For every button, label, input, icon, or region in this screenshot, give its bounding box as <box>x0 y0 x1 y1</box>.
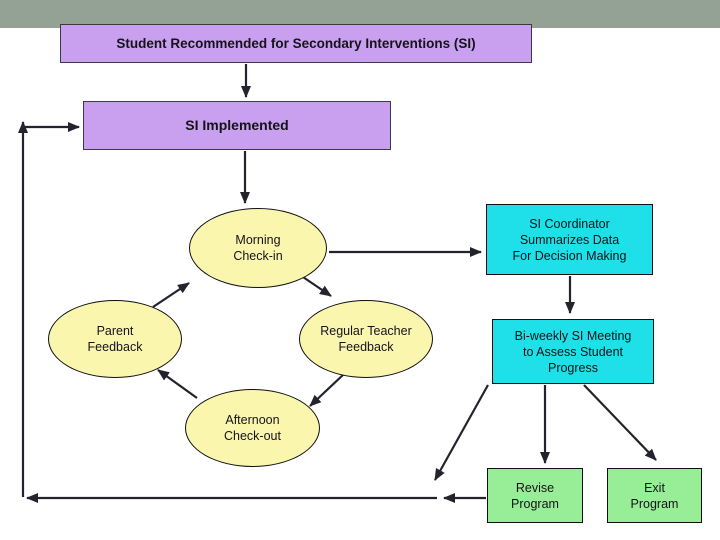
node-student-recommended: Student Recommended for Secondary Interv… <box>60 24 532 63</box>
node-si-implemented: SI Implemented <box>83 101 391 150</box>
title-band <box>0 0 720 28</box>
node-si-coordinator-summarizes: SI Coordinator Summarizes Data For Decis… <box>486 204 653 275</box>
node-regular-teacher-feedback: Regular Teacher Feedback <box>299 300 433 378</box>
node-morning-check-in: Morning Check-in <box>189 208 327 288</box>
node-biweekly-si-meeting: Bi-weekly SI Meeting to Assess Student P… <box>492 319 654 384</box>
node-revise-program: Revise Program <box>487 468 583 523</box>
node-afternoon-check-out: Afternoon Check-out <box>185 389 320 467</box>
node-parent-feedback: Parent Feedback <box>48 300 182 378</box>
node-exit-program: Exit Program <box>607 468 702 523</box>
